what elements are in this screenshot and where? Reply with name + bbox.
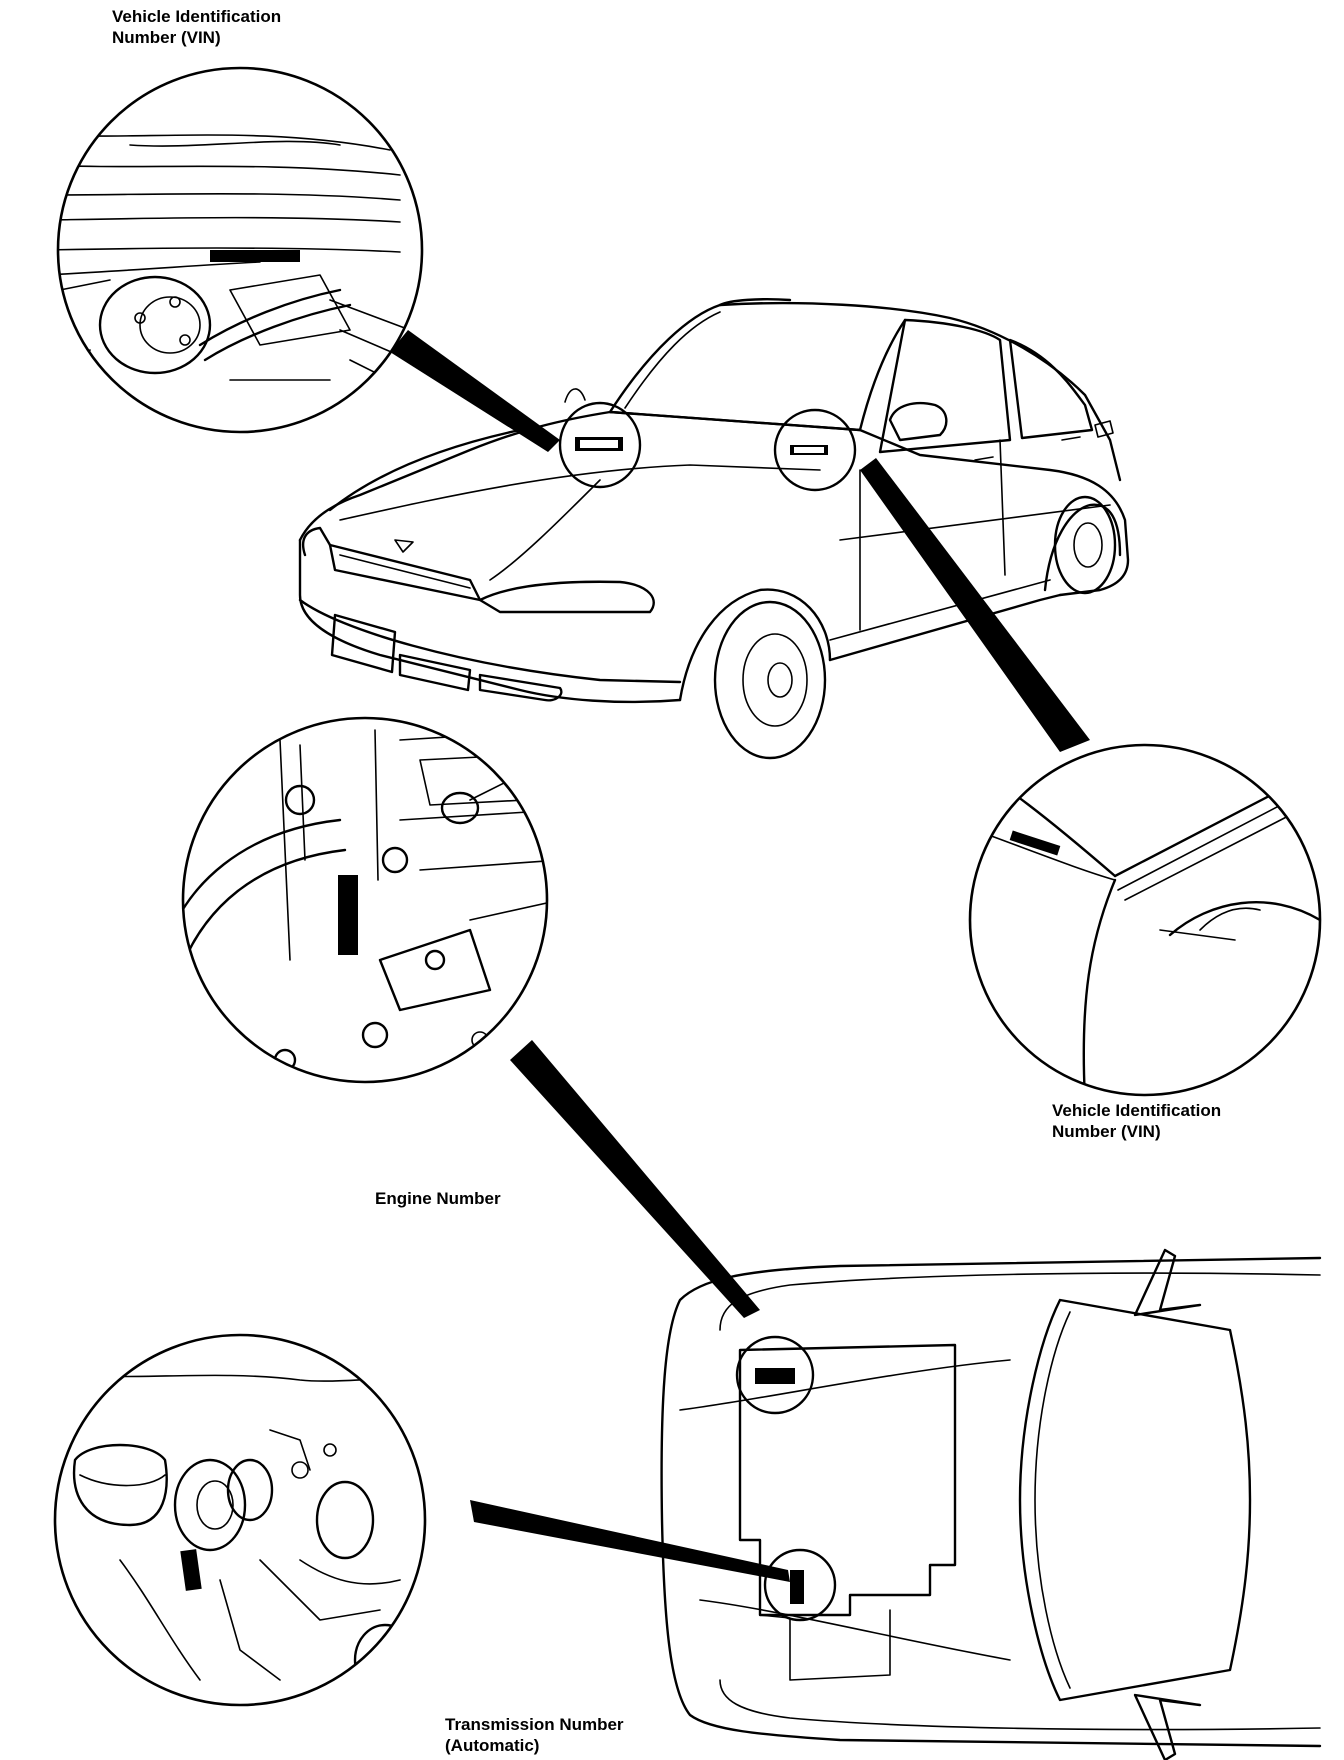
- vin-top-label-line1: Vehicle Identification: [112, 7, 282, 26]
- leader-transmission: [470, 1500, 790, 1582]
- car-top-view: [660, 1248, 1322, 1760]
- detail-transmission: [53, 1333, 427, 1707]
- car-three-quarter-view: [298, 298, 1130, 760]
- leader-vin-right: [860, 458, 1090, 752]
- detail-engine: [181, 716, 549, 1084]
- engine-number-label: Engine Number: [375, 1188, 501, 1209]
- leader-engine: [510, 1040, 760, 1318]
- leader-wedges: [390, 330, 1090, 1582]
- vin-top-label: Vehicle Identification Number (VIN): [112, 6, 281, 48]
- transmission-number-label-line1: Transmission Number: [445, 1715, 624, 1734]
- transmission-number-label: Transmission Number (Automatic): [445, 1714, 624, 1756]
- detail-vin-windshield: [968, 743, 1322, 1097]
- detail-vin-dash: [56, 66, 424, 434]
- transmission-number-label-line2: (Automatic): [445, 1736, 540, 1755]
- vin-right-label-line1: Vehicle Identification: [1052, 1101, 1222, 1120]
- engine-number-label-line1: Engine Number: [375, 1189, 501, 1208]
- vin-right-label: Vehicle Identification Number (VIN): [1052, 1100, 1221, 1142]
- vin-right-label-line2: Number (VIN): [1052, 1122, 1161, 1141]
- leader-vin-top: [390, 330, 560, 452]
- vin-top-label-line2: Number (VIN): [112, 28, 221, 47]
